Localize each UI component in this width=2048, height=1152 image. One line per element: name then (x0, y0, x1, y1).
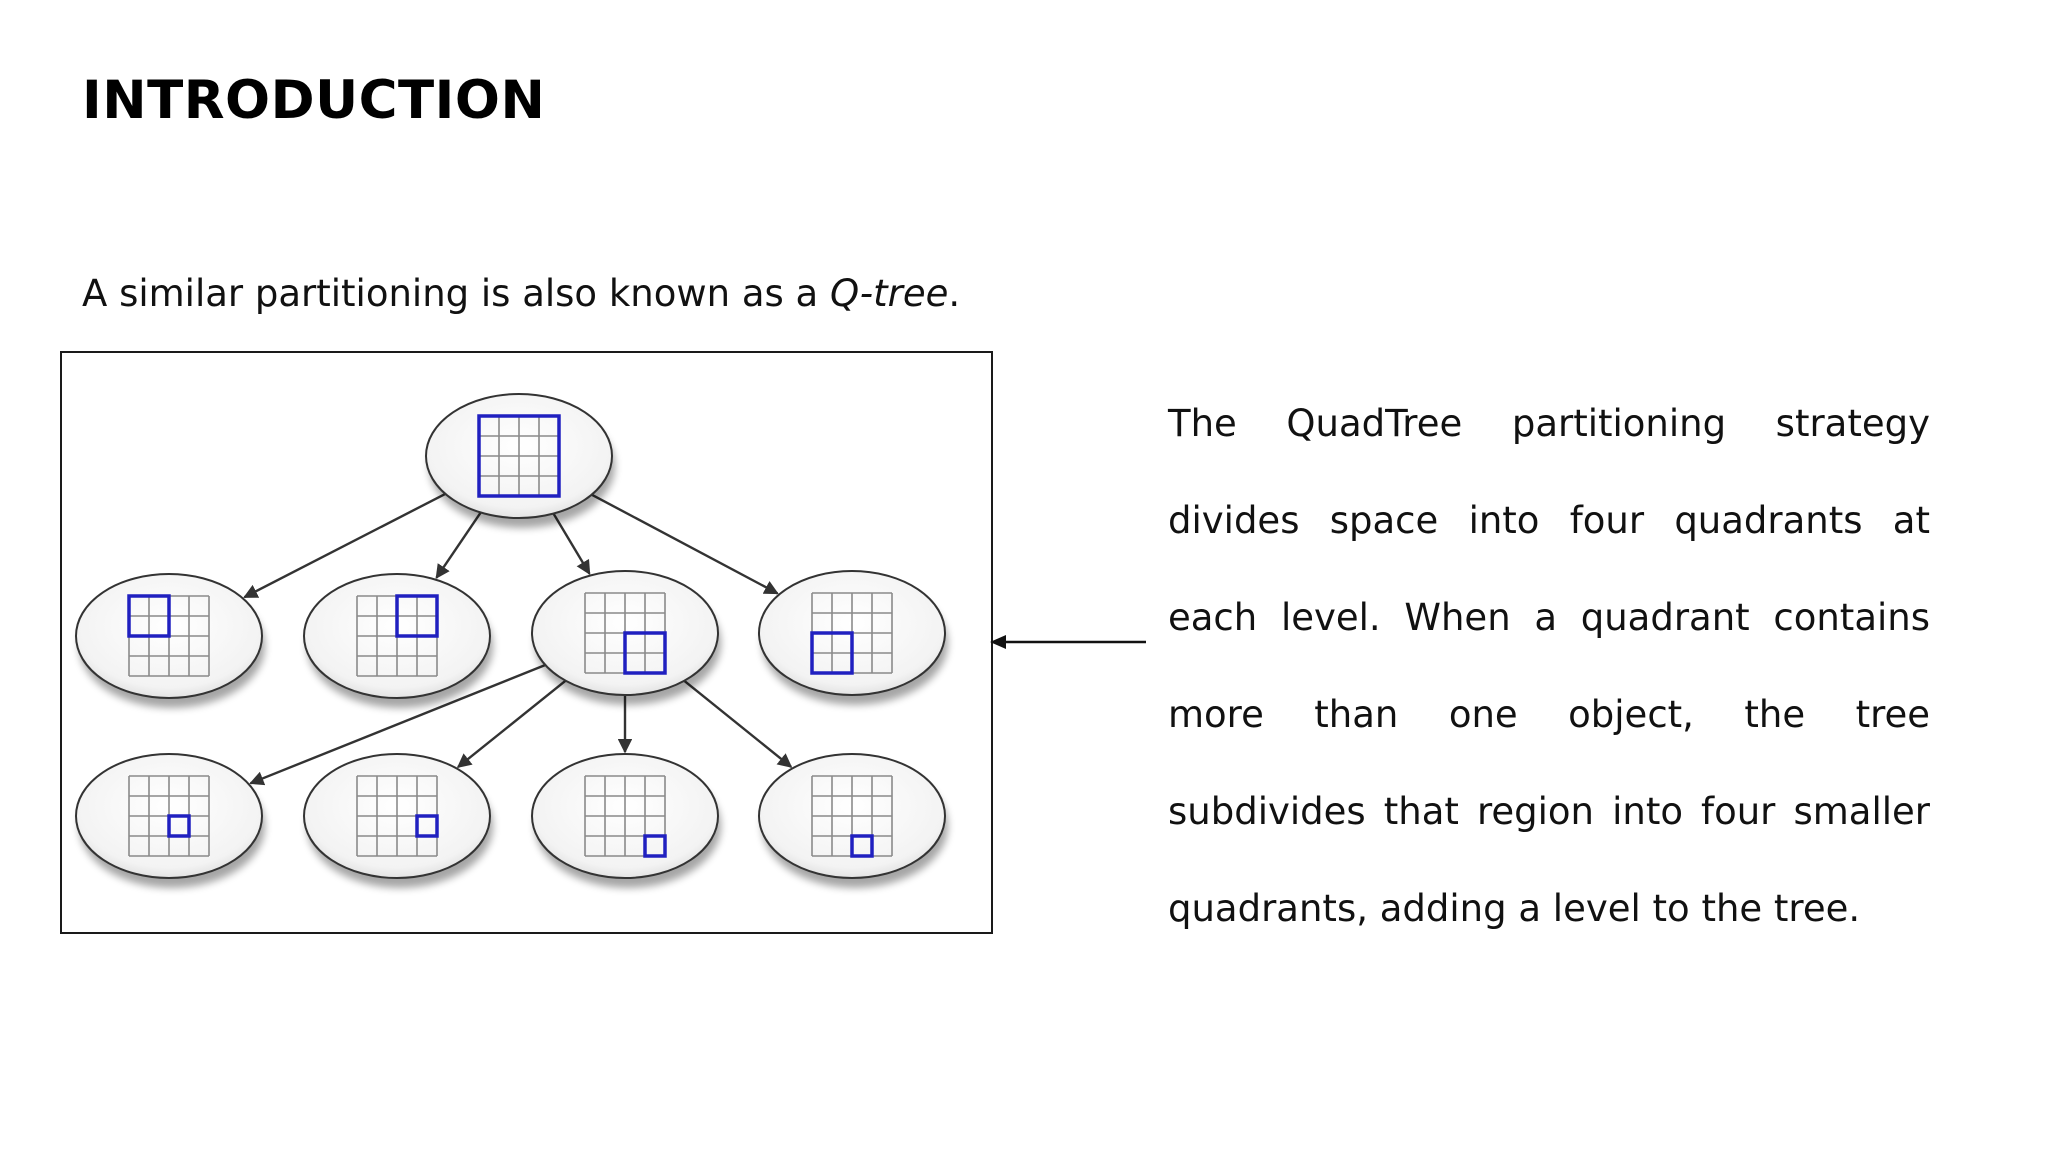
description-text: The QuadTree partitioning strategy divid… (1168, 402, 1930, 930)
highlight-square (623, 631, 667, 675)
highlight-square (415, 814, 439, 838)
quadtree-figure (60, 351, 993, 934)
edge-root-to-l1-4 (587, 491, 779, 595)
highlight-square (850, 834, 874, 858)
highlight-square (167, 814, 191, 838)
tree-node-level1-1 (75, 573, 265, 708)
tree-node-level1-3 (531, 570, 721, 705)
quadtree-diagram (75, 393, 948, 888)
tree-node-level2-3 (531, 753, 721, 888)
highlight-square (810, 631, 854, 675)
slide-title: INTRODUCTION (82, 70, 546, 131)
highlight-square (477, 414, 561, 498)
tree-node-level1-2 (303, 573, 493, 708)
subtitle-suffix: . (948, 272, 961, 315)
slide-subtitle: A similar partitioning is also known as … (82, 272, 960, 315)
highlight-square (643, 834, 667, 858)
subtitle-term: Q-tree (829, 272, 949, 315)
subtitle-prefix: A similar partitioning is also known as … (82, 272, 830, 315)
highlight-square (127, 594, 171, 638)
tree-node-level2-4 (758, 753, 948, 888)
tree-node-level2-1 (75, 753, 265, 888)
tree-node-level2-2 (303, 753, 493, 888)
edge-l1-3-to-l2-1 (249, 662, 550, 786)
edge-root-to-l1-2 (435, 508, 484, 580)
edge-l1-3-to-l2-2 (456, 677, 570, 768)
highlight-square (395, 594, 439, 638)
edge-root-to-l1-1 (243, 490, 450, 599)
arrow-left-icon (990, 635, 1146, 649)
tree-node-root (425, 393, 615, 528)
edge-l1-3-to-l2-4 (680, 677, 793, 768)
tree-node-level1-4 (758, 570, 948, 705)
